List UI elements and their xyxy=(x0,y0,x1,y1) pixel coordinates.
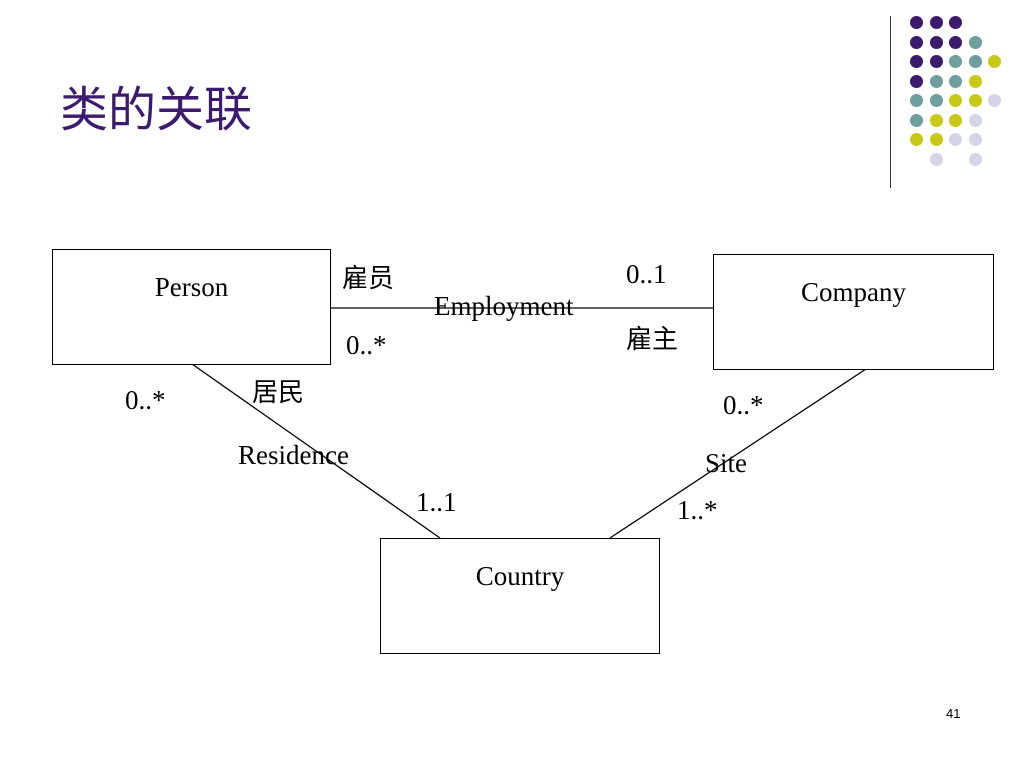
class-box-country: Country xyxy=(380,538,660,654)
decorative-dot xyxy=(968,55,982,68)
employment-person-role: 雇员 xyxy=(342,264,395,294)
decorative-dot xyxy=(968,152,982,166)
decorative-dot xyxy=(949,74,962,88)
decorative-dot xyxy=(910,94,923,107)
slide-title: 类的关联 xyxy=(60,82,253,138)
class-box-person: Person xyxy=(52,249,331,365)
employment-company-role: 雇主 xyxy=(626,325,679,355)
decorative-dot xyxy=(949,55,962,68)
decorative-dot xyxy=(968,74,982,88)
class-name-country: Country xyxy=(475,561,565,591)
decorative-dot xyxy=(929,113,943,127)
page-number: 41 xyxy=(946,706,961,721)
site-name: Site xyxy=(705,448,748,478)
decorative-dot xyxy=(949,133,962,146)
decorative-dot xyxy=(929,94,943,107)
decorative-dot xyxy=(910,74,923,88)
decorative-dot xyxy=(929,74,943,88)
residence-person-role: 居民 xyxy=(252,378,305,408)
decorative-dot xyxy=(968,113,982,127)
decorative-dot xyxy=(968,35,982,49)
employment-name: Employment xyxy=(434,291,574,321)
decorative-dot xyxy=(910,35,923,49)
decorative-dot xyxy=(968,133,982,146)
site-country-multiplicity: 1..* xyxy=(677,495,718,525)
decorative-dot xyxy=(910,133,923,146)
decorative-dot xyxy=(929,16,943,29)
employment-company-multiplicity: 0..1 xyxy=(626,259,667,289)
decorative-dot xyxy=(949,113,962,127)
site-line xyxy=(609,368,867,539)
residence-country-multiplicity: 1..1 xyxy=(416,487,457,517)
decorative-dot xyxy=(949,16,962,29)
decorative-dot xyxy=(988,55,1001,68)
residence-name: Residence xyxy=(238,440,349,470)
decorative-dot xyxy=(929,152,943,166)
class-name-company: Company xyxy=(801,277,906,307)
decorative-dot-grid xyxy=(910,16,1010,166)
class-box-company: Company xyxy=(713,254,994,370)
decorative-divider xyxy=(890,16,891,188)
decorative-dot xyxy=(988,94,1001,107)
employment-person-multiplicity: 0..* xyxy=(346,330,387,360)
residence-person-multiplicity: 0..* xyxy=(125,385,166,415)
decorative-dot xyxy=(929,35,943,49)
decorative-dot xyxy=(949,35,962,49)
decorative-dot xyxy=(910,16,923,29)
decorative-dot xyxy=(910,55,923,68)
decorative-dot xyxy=(949,94,962,107)
site-company-multiplicity: 0..* xyxy=(723,390,764,420)
decorative-dot xyxy=(968,94,982,107)
decorative-dot xyxy=(929,55,943,68)
residence-line xyxy=(191,363,441,539)
decorative-dot xyxy=(929,133,943,146)
decorative-dot xyxy=(910,113,923,127)
class-name-person: Person xyxy=(154,272,229,302)
